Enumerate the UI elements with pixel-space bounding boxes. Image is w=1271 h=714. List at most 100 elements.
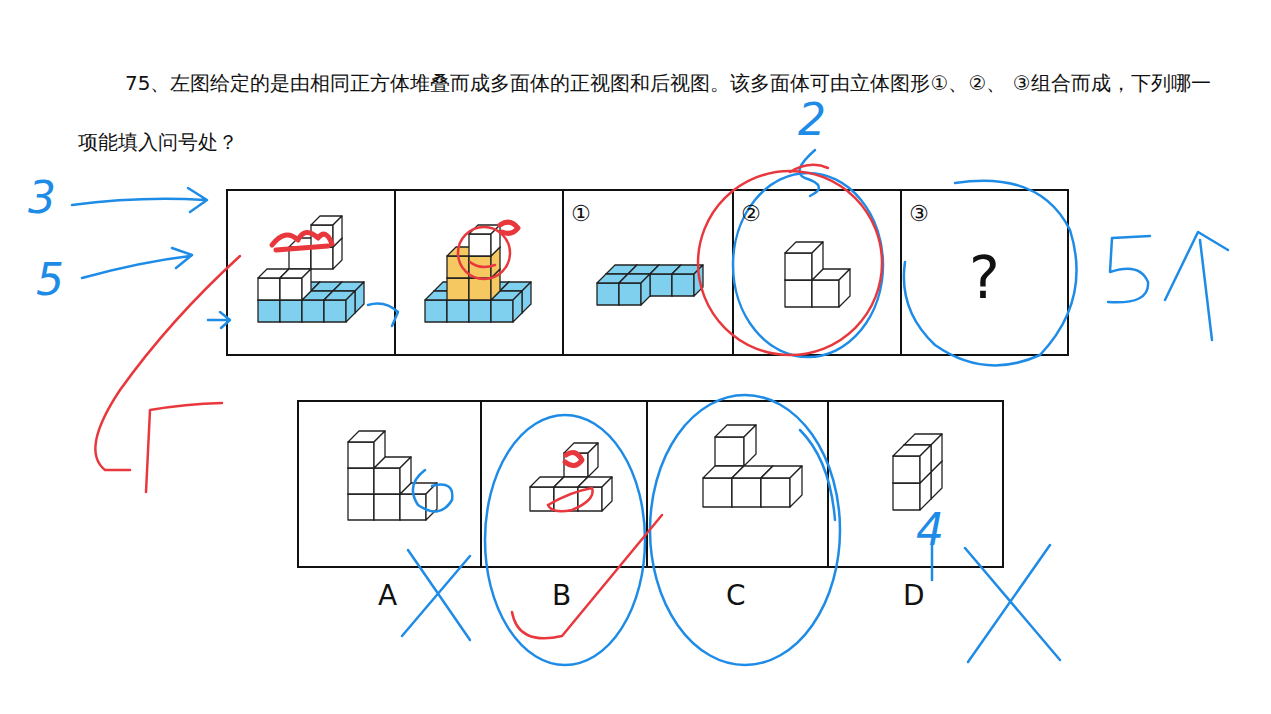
option-letter: B xyxy=(552,581,571,612)
hand-cross xyxy=(965,545,1060,662)
cube-face xyxy=(732,478,761,507)
cube-face xyxy=(893,483,920,510)
cube-face xyxy=(469,234,491,256)
hand-number: 2 xyxy=(798,98,826,142)
cube-face xyxy=(355,282,364,313)
hand-check xyxy=(512,515,662,638)
hand-scribble xyxy=(500,222,518,233)
hand-number: 4 xyxy=(916,508,944,552)
panel-grid xyxy=(227,190,1068,567)
hand-number: 5 xyxy=(36,258,64,302)
option-letter: C xyxy=(726,581,746,612)
cube-face xyxy=(324,300,346,322)
cube-face xyxy=(425,300,447,322)
blue-annotations xyxy=(72,150,1228,665)
cube-face xyxy=(302,300,324,322)
hand-stroke xyxy=(413,470,452,511)
panel-cell: ③? xyxy=(901,190,1068,355)
hand-cross xyxy=(402,550,470,640)
cube-face xyxy=(447,300,469,322)
hand-circle xyxy=(904,181,1077,366)
cube-face xyxy=(602,477,612,511)
option-letter: A xyxy=(378,581,397,612)
panel-cell: ① xyxy=(563,190,733,355)
hand-stroke xyxy=(146,403,222,492)
cube-face xyxy=(812,242,823,280)
cube-face xyxy=(672,274,694,296)
hand-scribble xyxy=(272,232,332,250)
cube-face xyxy=(703,478,732,507)
option-box: D xyxy=(828,401,1003,567)
hand-stroke xyxy=(1165,232,1228,340)
hand-number: 3 xyxy=(28,176,56,220)
panel-cell: ② xyxy=(733,190,901,355)
hand-stroke xyxy=(95,256,240,470)
hand-stroke xyxy=(790,165,828,172)
cube-face xyxy=(893,456,920,483)
cube-face xyxy=(491,300,513,322)
option-box: A xyxy=(298,401,481,567)
hand-stroke xyxy=(1108,236,1150,302)
hand-stroke xyxy=(548,488,593,511)
hand-stroke xyxy=(368,304,398,326)
red-annotations xyxy=(95,165,882,638)
hand-circle xyxy=(733,173,883,357)
cube-face xyxy=(744,425,756,466)
hand-circle xyxy=(458,227,510,279)
cube-face xyxy=(839,269,850,307)
cube-face xyxy=(785,280,812,307)
cube-face xyxy=(641,274,650,305)
cube-face xyxy=(374,494,400,520)
cube-face xyxy=(513,291,522,322)
cube-face xyxy=(564,453,588,477)
question-text: 75、左图给定的是由相同正方体堆叠而成多面体的正视图和后视图。该多面体可由立体图… xyxy=(78,54,1213,172)
cube-face xyxy=(650,274,672,296)
hand-circle xyxy=(485,415,645,665)
cube-face xyxy=(311,247,333,269)
cube-face xyxy=(348,468,374,494)
hand-stroke xyxy=(800,430,835,520)
cube-face xyxy=(920,445,931,483)
cube-face xyxy=(931,434,942,472)
hand-arrow xyxy=(72,188,207,212)
cube-face xyxy=(597,283,619,305)
cube-face xyxy=(333,216,342,247)
hand-circle xyxy=(650,395,840,665)
hand-scribble xyxy=(565,452,582,465)
cube-face xyxy=(522,282,531,313)
cube-face xyxy=(302,269,311,300)
hand-arrow xyxy=(208,312,230,328)
cube-face xyxy=(280,300,302,322)
cube-face xyxy=(447,278,469,300)
panel-number: ③ xyxy=(909,202,929,226)
cube-face xyxy=(374,468,400,494)
cube-face xyxy=(346,291,355,322)
panel-number: ① xyxy=(571,202,591,226)
option-letter: D xyxy=(903,581,925,612)
cube-face xyxy=(348,442,374,468)
cube-face xyxy=(426,483,437,520)
cube-face xyxy=(258,278,280,300)
cube-face xyxy=(619,283,641,305)
option-box: C xyxy=(647,401,828,567)
panel-number: ② xyxy=(741,202,761,226)
option-box: B xyxy=(481,401,647,567)
cube-figures xyxy=(258,216,942,520)
cube-face xyxy=(761,478,790,507)
cube-face xyxy=(469,300,491,322)
cube-face xyxy=(400,457,411,494)
hand-circle xyxy=(698,171,882,355)
cube-face xyxy=(348,494,374,520)
cube-face xyxy=(812,280,839,307)
cube-face xyxy=(280,278,302,300)
hand-stroke xyxy=(470,262,495,267)
question-mark: ? xyxy=(969,247,1000,311)
cube-face xyxy=(258,300,280,322)
cube-face xyxy=(374,431,385,468)
cube-face xyxy=(785,253,812,280)
cube-face xyxy=(588,443,598,477)
hand-arrow xyxy=(82,248,192,278)
cube-face xyxy=(469,278,491,300)
cube-face xyxy=(790,466,802,507)
